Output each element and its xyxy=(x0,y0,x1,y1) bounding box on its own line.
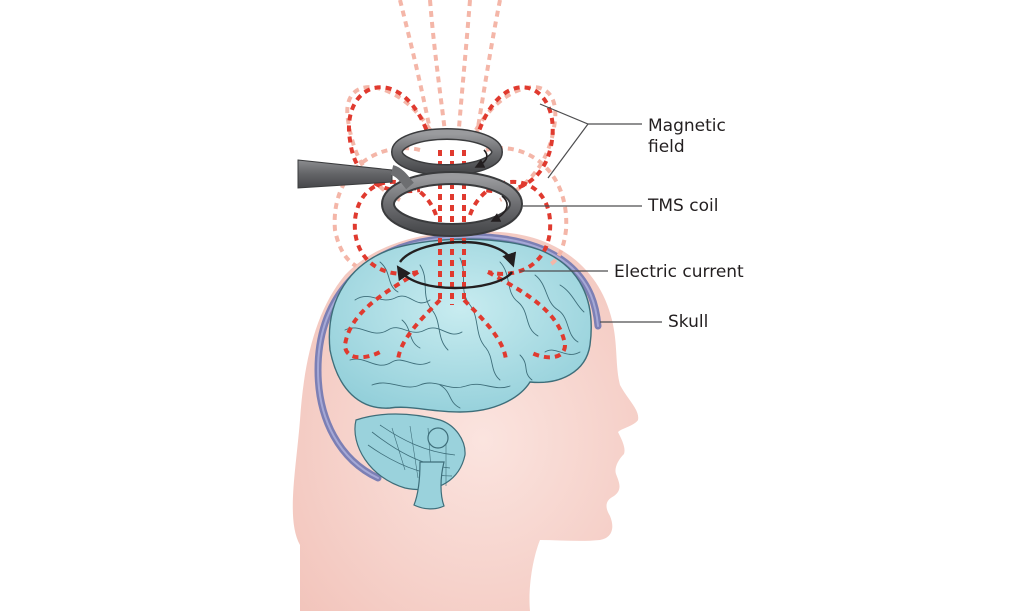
magnetic-field-label: Magnetic field xyxy=(648,116,726,158)
magnetic-field-leader-2 xyxy=(547,123,589,179)
electric-current-arrow xyxy=(396,240,517,290)
pons xyxy=(427,427,449,449)
coil-current-arrows xyxy=(474,149,508,222)
leader-lines xyxy=(520,103,662,323)
magnetic-field-outer-lines xyxy=(332,0,569,268)
tms-coil-upper-ring xyxy=(391,128,503,176)
tms-coil-lower-ring xyxy=(381,171,523,237)
magnetic-field-label-line1: Magnetic xyxy=(648,116,726,136)
coil-handle xyxy=(297,159,393,189)
tms-coil-label: TMS coil xyxy=(648,196,719,216)
cerebrum xyxy=(328,238,592,413)
electric-current-label: Electric current xyxy=(614,262,744,282)
magnetic-field-label-line2: field xyxy=(648,137,685,157)
brain-stem xyxy=(413,461,445,510)
skull-label: Skull xyxy=(668,312,709,332)
tms-coil-connector xyxy=(390,165,414,190)
